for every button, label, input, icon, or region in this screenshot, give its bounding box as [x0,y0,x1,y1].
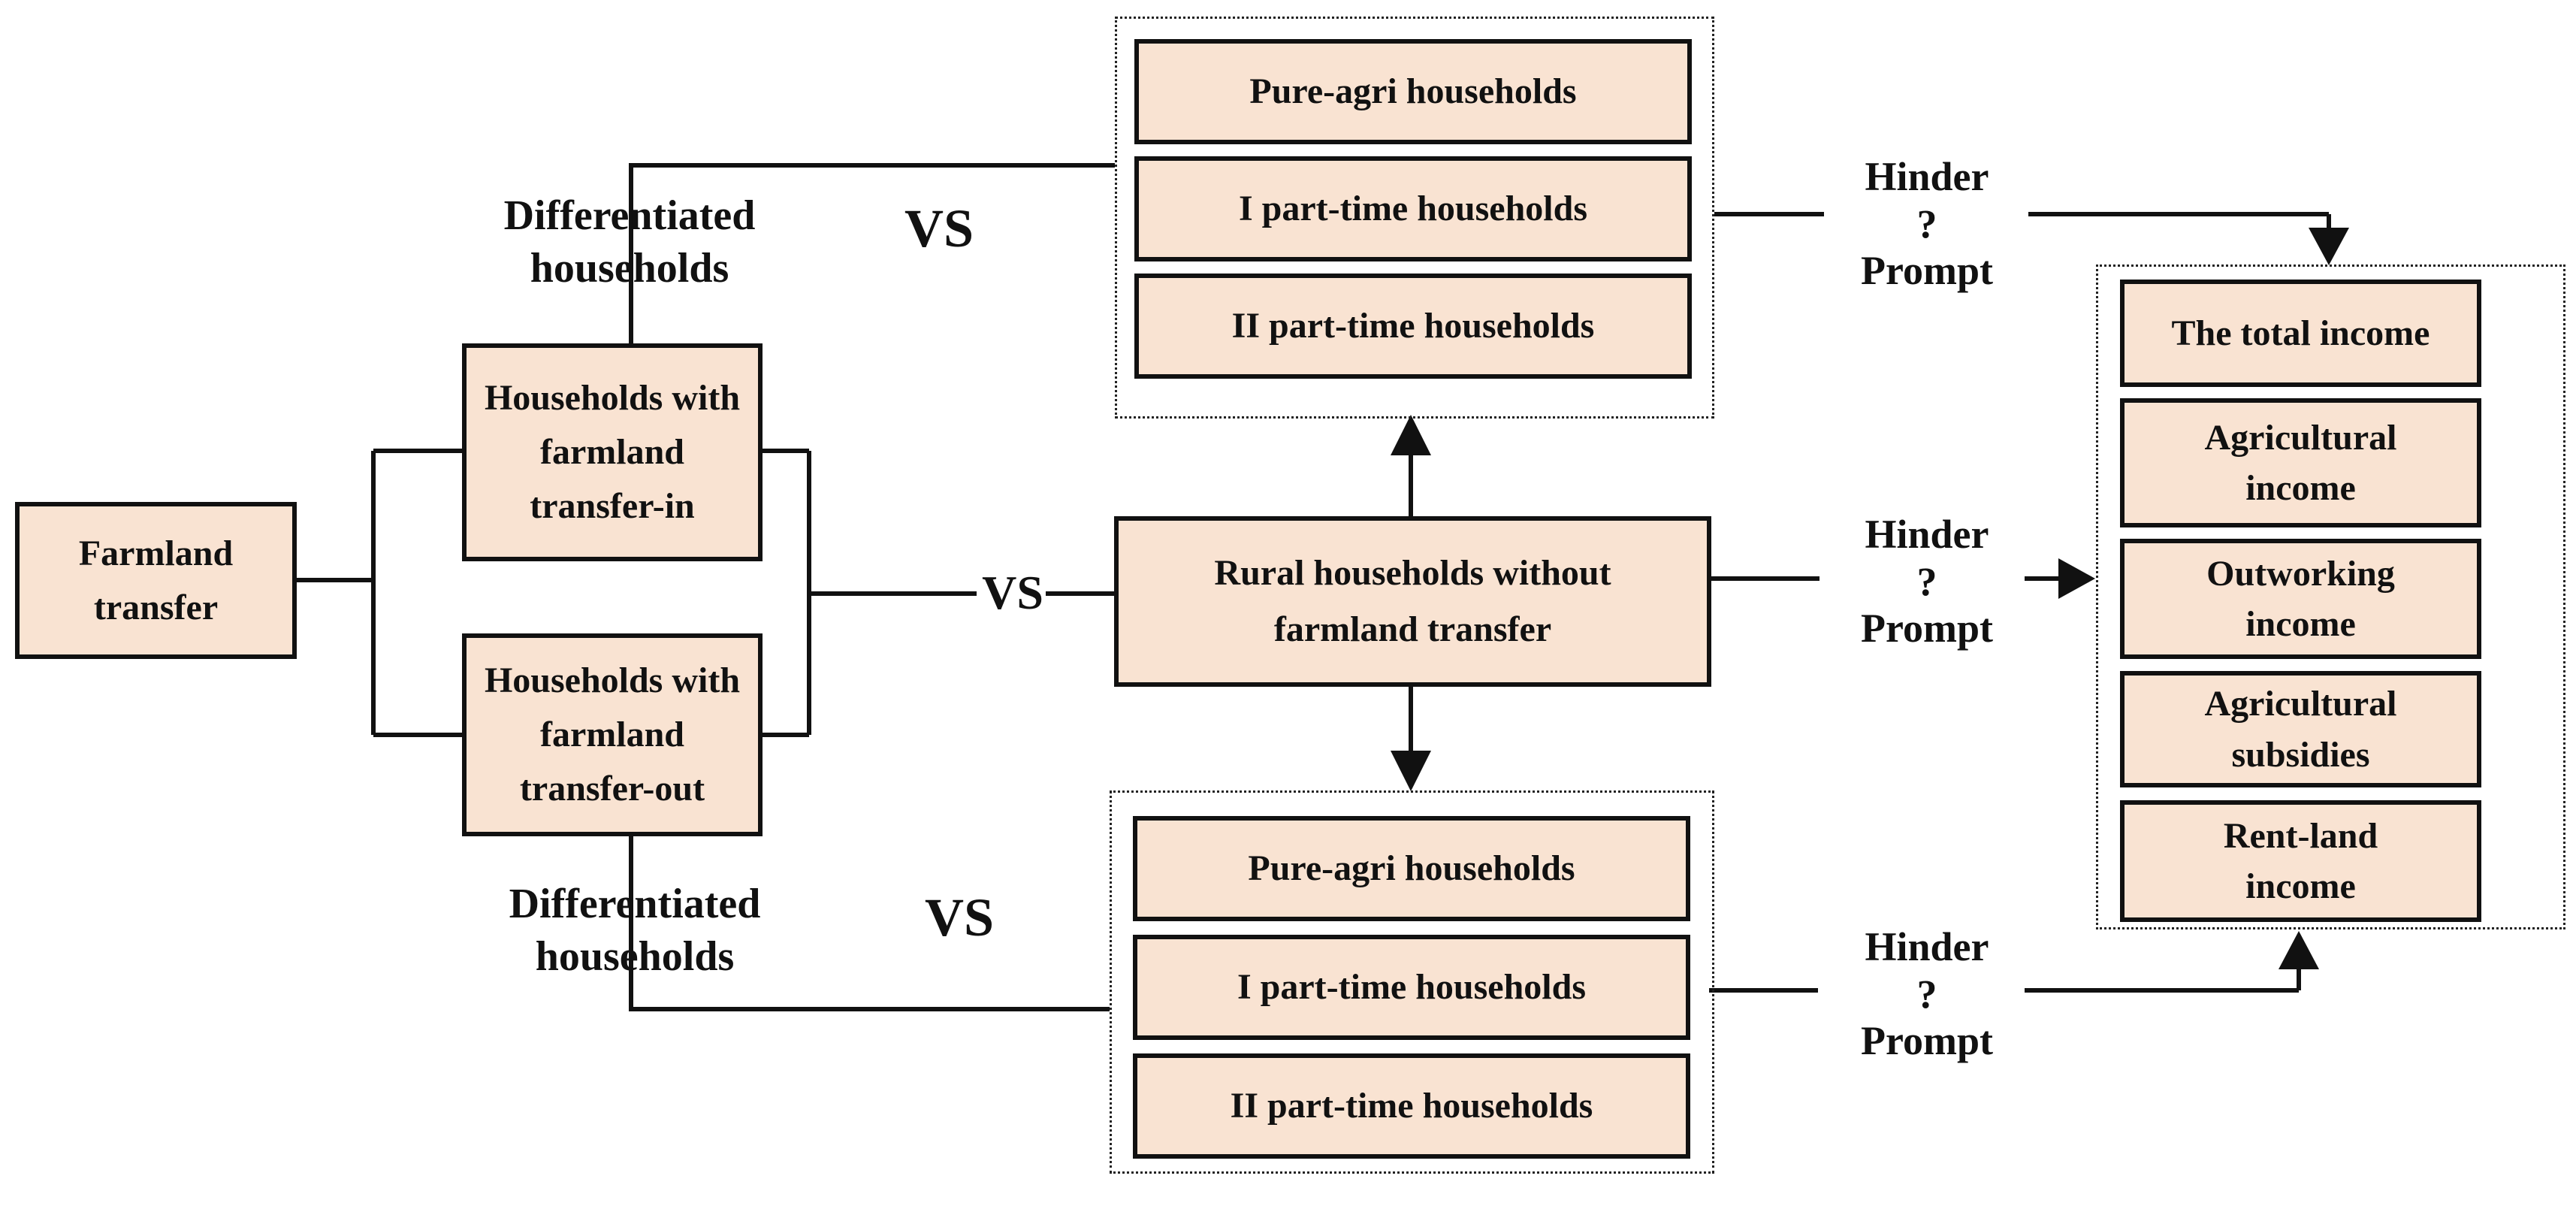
bottom-right-up-arrowhead [2279,931,2319,969]
bottom-part-time-1-node: I part-time households [1133,935,1690,1040]
top-right-down-arrowhead [2309,228,2349,265]
hinder-prompt-top-label: Hinder ? Prompt [1861,154,1993,294]
top-pure-agri-node: Pure-agri households [1134,39,1692,144]
farmland-transfer-node: Farmland transfer [15,502,297,659]
vs-top-label: VS [904,198,974,258]
income-components-group [2096,264,2565,929]
bottom-part-time-2-node: II part-time households [1133,1053,1690,1159]
middle-right-arrowhead [2058,558,2095,599]
top-differentiated-line [629,163,1115,346]
up-arrowhead [1391,415,1431,455]
farmland-bracket-line [295,449,464,737]
bottom-household-types-group [1110,790,1714,1174]
outworking-income-node: Outworking income [2120,539,2481,659]
top-household-types-group [1115,17,1714,419]
rent-land-income-node: Rent-land income [2120,800,2481,922]
bottom-differentiated-line [629,834,1110,1011]
rural-households-without-transfer-node: Rural households without farmland transf… [1114,516,1711,687]
differentiated-households-top-label: Differentiated households [503,192,756,292]
vs-bottom-label: VS [924,887,995,948]
down-arrowhead [1391,751,1431,791]
differentiated-households-bottom-label: Differentiated households [509,881,761,980]
hinder-prompt-bottom-label: Hinder ? Prompt [1861,924,1993,1064]
top-part-time-1-node: I part-time households [1134,156,1692,261]
households-transfer-in-node: Households with farmland transfer-in [462,343,763,561]
agricultural-income-node: Agricultural income [2120,398,2481,527]
total-income-node: The total income [2120,280,2481,387]
hinder-prompt-middle-label: Hinder ? Prompt [1861,512,1993,651]
bottom-pure-agri-node: Pure-agri households [1133,816,1690,921]
agricultural-subsidies-node: Agricultural subsidies [2120,671,2481,787]
vs-bracket-line [760,449,1114,737]
vs-middle-label: VS [982,566,1043,619]
bottom-hinder-line [1709,966,2301,993]
top-part-time-2-node: II part-time households [1134,274,1692,379]
households-transfer-out-node: Households with farmland transfer-out [462,633,763,836]
